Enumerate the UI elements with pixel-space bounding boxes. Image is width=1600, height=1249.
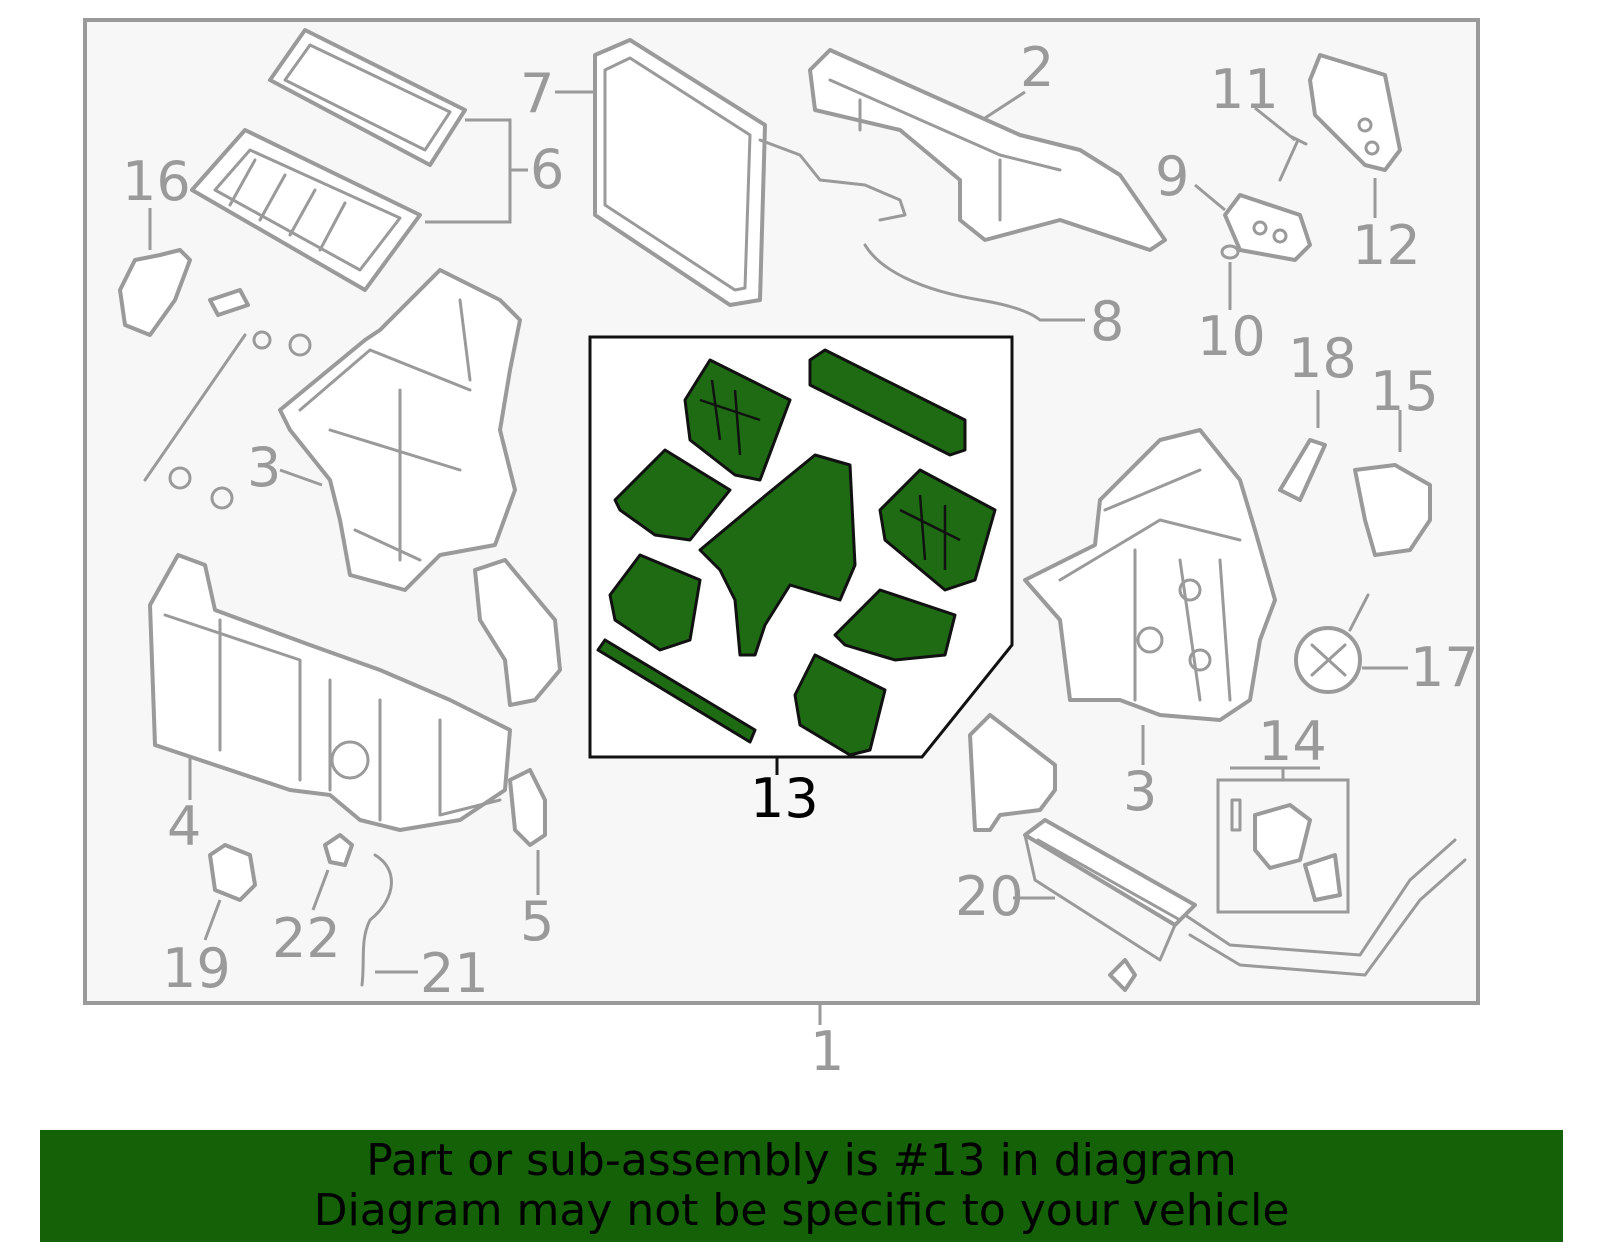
part-12-plate[interactable]	[1308, 53, 1402, 172]
part-14-box[interactable]	[1216, 778, 1350, 914]
part-20-heater-core[interactable]	[968, 713, 1467, 992]
callout-9: 9	[1155, 145, 1189, 208]
part-16-actuator[interactable]	[118, 248, 312, 510]
info-banner: Part or sub-assembly is #13 in diagram D…	[40, 1130, 1563, 1242]
callout-2: 2	[1020, 36, 1054, 99]
part-17-motor[interactable]	[1294, 593, 1370, 694]
callout-1: 1	[810, 1020, 844, 1083]
part-3-left-housing[interactable]	[278, 268, 562, 707]
part-19-resistor[interactable]	[208, 843, 257, 902]
callout-20: 20	[955, 865, 1024, 928]
callout-16: 16	[122, 150, 191, 213]
banner-line-1: Part or sub-assembly is #13 in diagram	[366, 1135, 1237, 1186]
callout-19: 19	[162, 937, 231, 1000]
callout-14: 14	[1258, 710, 1327, 773]
part-8-hose[interactable]	[863, 243, 1042, 322]
part-6-filters[interactable]	[190, 28, 467, 292]
callout-18: 18	[1288, 327, 1357, 390]
part-3-right-housing[interactable]	[1023, 428, 1277, 722]
callout-3a: 3	[247, 436, 281, 499]
callout-3b: 3	[1123, 760, 1157, 823]
part-18-link[interactable]	[1278, 438, 1327, 502]
part-22-sensor[interactable]	[323, 833, 354, 867]
banner-line-2: Diagram may not be specific to your vehi…	[313, 1185, 1290, 1236]
part-7-evaporator[interactable]	[593, 38, 907, 307]
callout-12: 12	[1352, 214, 1421, 277]
part-10-oring[interactable]	[1220, 244, 1240, 260]
part-9-bracket[interactable]	[1223, 193, 1312, 262]
part-13-subassembly[interactable]	[588, 335, 1014, 759]
part-2-duct[interactable]	[808, 48, 1167, 252]
callout-11: 11	[1210, 58, 1279, 121]
callout-4: 4	[167, 795, 201, 858]
callout-21: 21	[420, 942, 489, 1005]
part-5-bracket[interactable]	[508, 768, 547, 847]
callout-7: 7	[520, 62, 554, 125]
callout-15: 15	[1370, 360, 1439, 423]
callout-10: 10	[1197, 305, 1266, 368]
part-15-actuator[interactable]	[1353, 463, 1432, 557]
part-21-hose[interactable]	[360, 853, 393, 987]
callout-6: 6	[530, 138, 564, 201]
callout-8: 8	[1090, 290, 1124, 353]
callout-22: 22	[272, 907, 341, 970]
callout-5: 5	[520, 890, 554, 953]
part-4-housing[interactable]	[148, 553, 512, 832]
callout-17: 17	[1410, 636, 1479, 699]
callout-13: 13	[750, 767, 819, 830]
